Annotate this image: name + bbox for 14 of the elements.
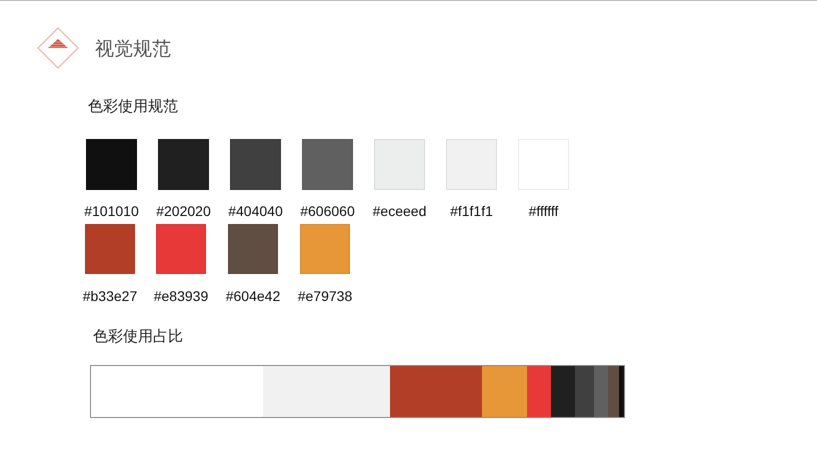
color-code: #b33e27 (82, 288, 138, 304)
color-code: #604e42 (226, 288, 280, 304)
section-heading: 色彩使用占比 (93, 326, 183, 346)
page-title: 视觉规范 (95, 37, 171, 61)
color-code: #e83939 (154, 288, 208, 304)
color-code: #eceeed (372, 203, 426, 219)
color-code: #606060 (300, 203, 355, 219)
section-heading: 色彩使用规范 (88, 96, 178, 116)
color-code: #202020 (156, 203, 211, 219)
color-code: #f1f1f1 (450, 203, 493, 219)
color-code: #101010 (84, 203, 139, 219)
color-code: #e79738 (298, 288, 352, 304)
color-code: #404040 (228, 203, 283, 219)
color-code: #ffffff (528, 203, 558, 219)
